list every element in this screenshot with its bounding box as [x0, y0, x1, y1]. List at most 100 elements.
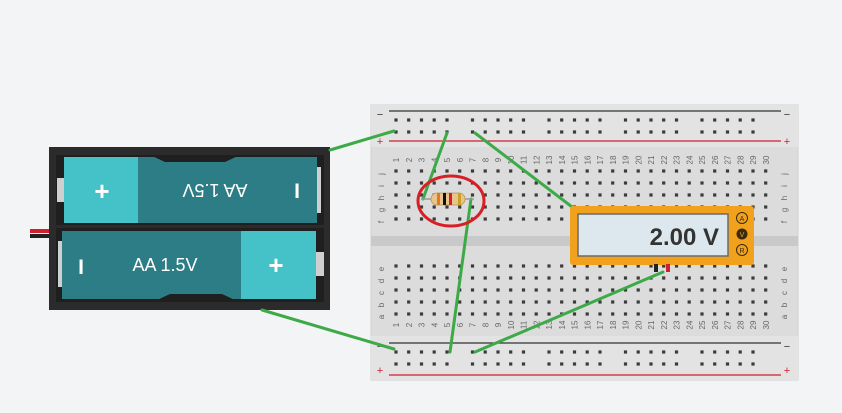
terminal-hole-e[interactable]: [483, 264, 487, 268]
terminal-hole-d[interactable]: [496, 276, 500, 280]
terminal-hole-b[interactable]: [674, 300, 679, 304]
terminal-hole-j[interactable]: [560, 169, 564, 173]
terminal-hole-h[interactable]: [649, 193, 653, 197]
terminal-hole-b[interactable]: [636, 300, 640, 304]
rail-hole-top-minus[interactable]: [674, 118, 679, 122]
rail-hole-bottom-plus[interactable]: [560, 362, 564, 366]
terminal-hole-h[interactable]: [560, 193, 564, 197]
rail-hole-top-plus[interactable]: [521, 130, 526, 134]
terminal-hole-h[interactable]: [662, 193, 666, 197]
terminal-hole-a[interactable]: [547, 312, 551, 316]
rail-hole-bottom-plus[interactable]: [598, 362, 602, 366]
terminal-hole-h[interactable]: [572, 193, 577, 197]
rail-hole-bottom-plus[interactable]: [407, 362, 411, 366]
terminal-hole-g[interactable]: [496, 205, 500, 209]
terminal-hole-c[interactable]: [496, 288, 500, 292]
terminal-hole-e[interactable]: [509, 264, 513, 268]
terminal-hole-g[interactable]: [445, 205, 449, 209]
terminal-hole-b[interactable]: [470, 300, 475, 304]
terminal-hole-i[interactable]: [636, 181, 640, 185]
terminal-hole-h[interactable]: [636, 193, 640, 197]
terminal-hole-h[interactable]: [598, 193, 602, 197]
terminal-hole-e[interactable]: [649, 264, 653, 268]
rail-hole-top-plus[interactable]: [674, 130, 679, 134]
terminal-hole-h[interactable]: [470, 193, 475, 197]
terminal-hole-j[interactable]: [419, 169, 424, 173]
rail-hole-top-minus[interactable]: [751, 118, 755, 122]
terminal-hole-j[interactable]: [585, 169, 589, 173]
rail-hole-top-minus[interactable]: [725, 118, 730, 122]
terminal-hole-j[interactable]: [623, 169, 628, 173]
terminal-hole-g[interactable]: [483, 205, 487, 209]
terminal-hole-b[interactable]: [572, 300, 577, 304]
battery-cell-top[interactable]: + I AA 1.5V: [57, 155, 321, 223]
rail-hole-bottom-plus[interactable]: [751, 362, 755, 366]
terminal-hole-j[interactable]: [572, 169, 577, 173]
terminal-hole-c[interactable]: [649, 288, 653, 292]
terminal-hole-c[interactable]: [598, 288, 602, 292]
terminal-hole-h[interactable]: [674, 193, 679, 197]
terminal-hole-g[interactable]: [407, 205, 411, 209]
terminal-hole-f[interactable]: [407, 217, 411, 221]
terminal-hole-i[interactable]: [572, 181, 577, 185]
terminal-hole-d[interactable]: [674, 276, 679, 280]
terminal-hole-e[interactable]: [572, 264, 577, 268]
terminal-hole-f[interactable]: [521, 217, 526, 221]
terminal-hole-b[interactable]: [496, 300, 500, 304]
terminal-hole-b[interactable]: [445, 300, 449, 304]
wire-battery-minus-to-rail[interactable]: [260, 308, 396, 351]
rail-hole-top-minus[interactable]: [649, 118, 653, 122]
terminal-hole-i[interactable]: [547, 181, 551, 185]
terminal-hole-a[interactable]: [419, 312, 424, 316]
terminal-hole-c[interactable]: [725, 288, 730, 292]
rail-hole-bottom-minus[interactable]: [496, 350, 500, 354]
terminal-hole-j[interactable]: [751, 169, 755, 173]
rail-hole-bottom-minus[interactable]: [674, 350, 679, 354]
rail-hole-bottom-plus[interactable]: [521, 362, 526, 366]
terminal-hole-j[interactable]: [738, 169, 742, 173]
terminal-hole-g[interactable]: [534, 205, 538, 209]
terminal-hole-e[interactable]: [445, 264, 449, 268]
terminal-hole-c[interactable]: [560, 288, 564, 292]
rail-hole-bottom-minus[interactable]: [598, 350, 602, 354]
terminal-hole-h[interactable]: [687, 193, 691, 197]
rail-hole-bottom-plus[interactable]: [585, 362, 589, 366]
rail-hole-bottom-minus[interactable]: [738, 350, 742, 354]
terminal-hole-c[interactable]: [687, 288, 691, 292]
terminal-hole-b[interactable]: [713, 300, 717, 304]
terminal-hole-a[interactable]: [521, 312, 526, 316]
mode-button-amps[interactable]: A: [736, 212, 748, 224]
terminal-hole-j[interactable]: [636, 169, 640, 173]
rail-hole-top-minus[interactable]: [623, 118, 628, 122]
terminal-hole-a[interactable]: [713, 312, 717, 316]
terminal-hole-j[interactable]: [725, 169, 730, 173]
terminal-hole-e[interactable]: [407, 264, 411, 268]
rail-hole-top-plus[interactable]: [598, 130, 602, 134]
terminal-hole-g[interactable]: [470, 205, 475, 209]
battery-pack[interactable]: + I AA 1.5V I AA 1.5V +: [30, 147, 330, 310]
rail-hole-top-plus[interactable]: [725, 130, 730, 134]
terminal-hole-e[interactable]: [585, 264, 589, 268]
terminal-hole-i[interactable]: [674, 181, 679, 185]
terminal-hole-j[interactable]: [547, 169, 551, 173]
terminal-hole-d[interactable]: [598, 276, 602, 280]
terminal-hole-i[interactable]: [585, 181, 589, 185]
multimeter-probe-red[interactable]: [666, 264, 670, 272]
terminal-hole-e[interactable]: [700, 264, 704, 268]
terminal-hole-j[interactable]: [674, 169, 679, 173]
terminal-hole-i[interactable]: [394, 181, 398, 185]
rail-hole-bottom-minus[interactable]: [623, 350, 628, 354]
terminal-hole-j[interactable]: [713, 169, 717, 173]
rail-hole-top-minus[interactable]: [662, 118, 666, 122]
terminal-hole-b[interactable]: [623, 300, 628, 304]
terminal-hole-i[interactable]: [432, 181, 436, 185]
terminal-hole-d[interactable]: [560, 276, 564, 280]
terminal-hole-g[interactable]: [458, 205, 462, 209]
terminal-hole-h[interactable]: [700, 193, 704, 197]
rail-hole-top-plus[interactable]: [483, 130, 487, 134]
terminal-hole-i[interactable]: [598, 181, 602, 185]
terminal-hole-f[interactable]: [547, 217, 551, 221]
rail-hole-bottom-plus[interactable]: [738, 362, 742, 366]
terminal-hole-e[interactable]: [458, 264, 462, 268]
